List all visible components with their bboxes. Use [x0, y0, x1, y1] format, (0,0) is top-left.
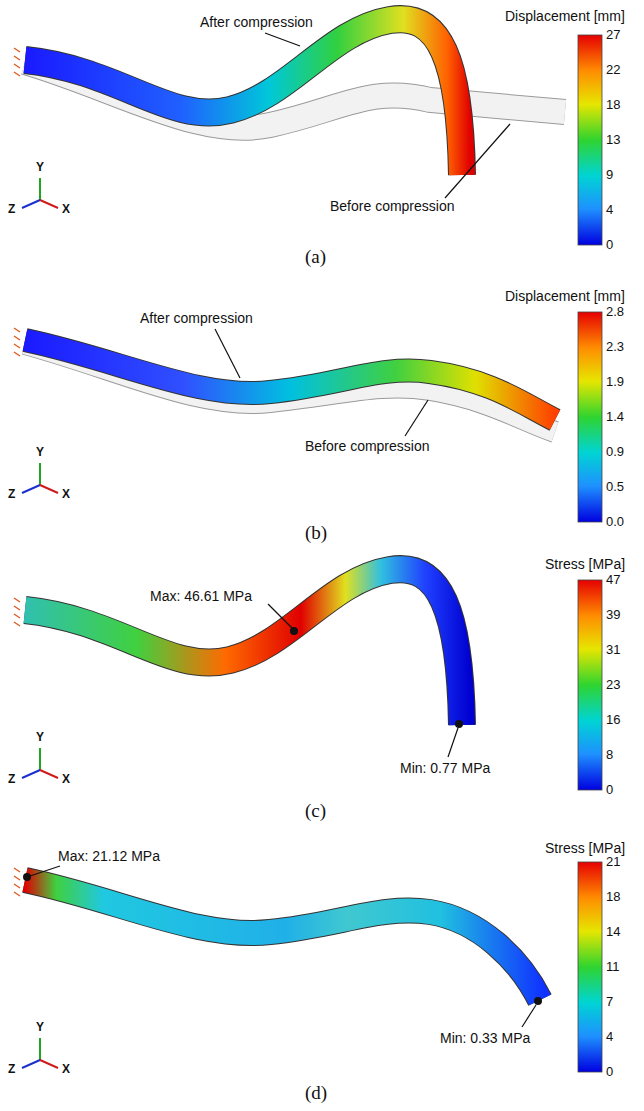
axis-label: X [62, 772, 70, 786]
tick-value: 0.9 [606, 444, 624, 459]
tick-value: 0 [606, 237, 613, 252]
annotation: Min: 0.33 MPa [440, 1030, 530, 1046]
tick-value: 18 [606, 889, 620, 904]
tick-value: 13 [606, 132, 620, 147]
tick-value: 11 [606, 959, 620, 974]
beam-after [25, 19, 462, 175]
annotation: Before compression [305, 438, 430, 454]
tick-value: 14 [606, 924, 620, 939]
tick-value: 1.9 [606, 374, 624, 389]
colorbar-title: Displacement [mm] [505, 8, 625, 24]
max-marker [290, 627, 298, 635]
annotation: After compression [140, 310, 253, 326]
axis-label: Y [36, 445, 44, 459]
panel-b [25, 312, 602, 522]
leader-line [522, 1005, 536, 1027]
annotation: Before compression [330, 198, 455, 214]
axis-label: X [62, 1062, 70, 1076]
tick-value: 9 [606, 167, 613, 182]
min-marker [534, 997, 542, 1005]
panel-label: (b) [305, 522, 327, 544]
leader-line [265, 33, 300, 46]
annotation: Max: 46.61 MPa [150, 588, 252, 604]
color-bar [578, 35, 602, 245]
tick-value: 27 [606, 27, 620, 42]
color-bar [578, 312, 602, 522]
fixed-support [14, 48, 20, 896]
tick-value: 18 [606, 97, 620, 112]
axis-label: Y [36, 1020, 44, 1034]
annotation: Min: 0.77 MPa [400, 760, 490, 776]
tick-value: 2.3 [606, 339, 624, 354]
axis-label: Z [8, 1062, 15, 1076]
beam-after-outline [25, 340, 555, 420]
leader-line [30, 866, 60, 876]
beam-after-outline [25, 19, 462, 175]
colorbar-title: Stress [MPa] [545, 556, 625, 572]
axis-label: X [62, 202, 70, 216]
tick-value: 21 [606, 854, 620, 869]
annotation: After compression [200, 14, 313, 30]
min-marker [455, 720, 463, 728]
panel-a [25, 19, 602, 245]
tick-value: 0.0 [606, 514, 624, 529]
axis-label: X [62, 487, 70, 501]
tick-value: 7 [606, 994, 613, 1009]
color-bar [578, 862, 602, 1072]
beam-after [25, 340, 555, 420]
tick-value: 0.5 [606, 479, 624, 494]
max-marker [23, 873, 31, 881]
leader-line [405, 400, 428, 436]
axis-triads [22, 178, 58, 1068]
panel-label: (a) [305, 246, 326, 268]
panel-c [25, 569, 602, 790]
axis-label: Z [8, 772, 15, 786]
leader-line [448, 728, 458, 757]
tick-value: 31 [606, 642, 620, 657]
leader-line [215, 329, 240, 378]
tick-value: 23 [606, 677, 620, 692]
color-bar [578, 580, 602, 790]
tick-value: 4 [606, 202, 613, 217]
tick-value: 2.8 [606, 304, 624, 319]
tick-value: 4 [606, 1029, 613, 1044]
annotation: Max: 21.12 MPa [58, 848, 160, 864]
axis-label: Z [8, 487, 15, 501]
colorbar-title: Stress [MPa] [545, 840, 625, 856]
axis-label: Z [8, 202, 15, 216]
beam-outline [25, 880, 540, 1000]
panel-label: (c) [305, 800, 326, 822]
colorbar-title: Displacement [mm] [505, 288, 625, 304]
beam-outline [25, 569, 462, 725]
axis-label: Y [36, 160, 44, 174]
beam-stress [25, 880, 540, 1000]
axis-label: Y [36, 730, 44, 744]
tick-value: 0 [606, 1064, 613, 1079]
leader-line [445, 124, 510, 198]
tick-value: 47 [606, 572, 620, 587]
tick-value: 39 [606, 607, 620, 622]
tick-value: 22 [606, 62, 620, 77]
panel-label: (d) [305, 1082, 327, 1104]
tick-value: 16 [606, 712, 620, 727]
tick-value: 1.4 [606, 409, 624, 424]
tick-value: 8 [606, 747, 613, 762]
beam-stress [25, 569, 462, 725]
tick-value: 0 [606, 782, 613, 797]
leader-line [268, 604, 292, 628]
panel-d [23, 862, 602, 1072]
